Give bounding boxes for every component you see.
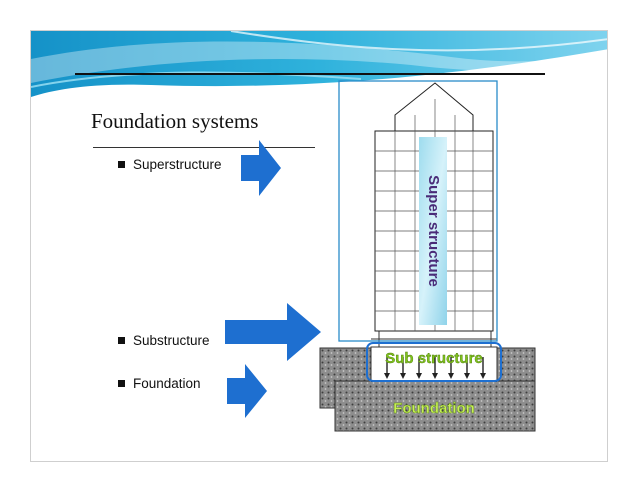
bullet-superstructure: Superstructure xyxy=(118,157,222,172)
building-figure: Super structure Sub structure Foundation xyxy=(319,80,536,432)
bullet-label: Foundation xyxy=(133,376,201,391)
substructure-frame xyxy=(366,342,502,382)
foundation-figure-label: Foundation xyxy=(393,400,475,417)
soil-bottom xyxy=(334,380,536,432)
slide-title: Foundation systems xyxy=(91,109,259,133)
right-arrow-icon xyxy=(225,303,321,361)
superstructure-label-band xyxy=(419,137,447,325)
bullet-substructure: Substructure xyxy=(118,333,210,348)
header-banner xyxy=(31,31,607,97)
bullet-square-icon xyxy=(118,337,125,344)
substructure-figure-label: Sub structure xyxy=(385,350,483,367)
bullet-square-icon xyxy=(118,380,125,387)
slide: Foundation systems Superstructure Substr… xyxy=(30,30,608,462)
building-roof xyxy=(394,82,474,132)
right-arrow-icon xyxy=(241,140,281,196)
piles xyxy=(386,357,484,375)
title-rule xyxy=(75,73,545,75)
bullet-square-icon xyxy=(118,161,125,168)
superstructure-figure-label: Super structure xyxy=(425,175,442,287)
right-arrow-icon xyxy=(227,364,267,418)
bullet-label: Substructure xyxy=(133,333,210,348)
title-underline xyxy=(93,147,315,148)
bullet-label: Superstructure xyxy=(133,157,222,172)
bullet-foundation: Foundation xyxy=(118,376,201,391)
superstructure-frame xyxy=(338,80,498,342)
